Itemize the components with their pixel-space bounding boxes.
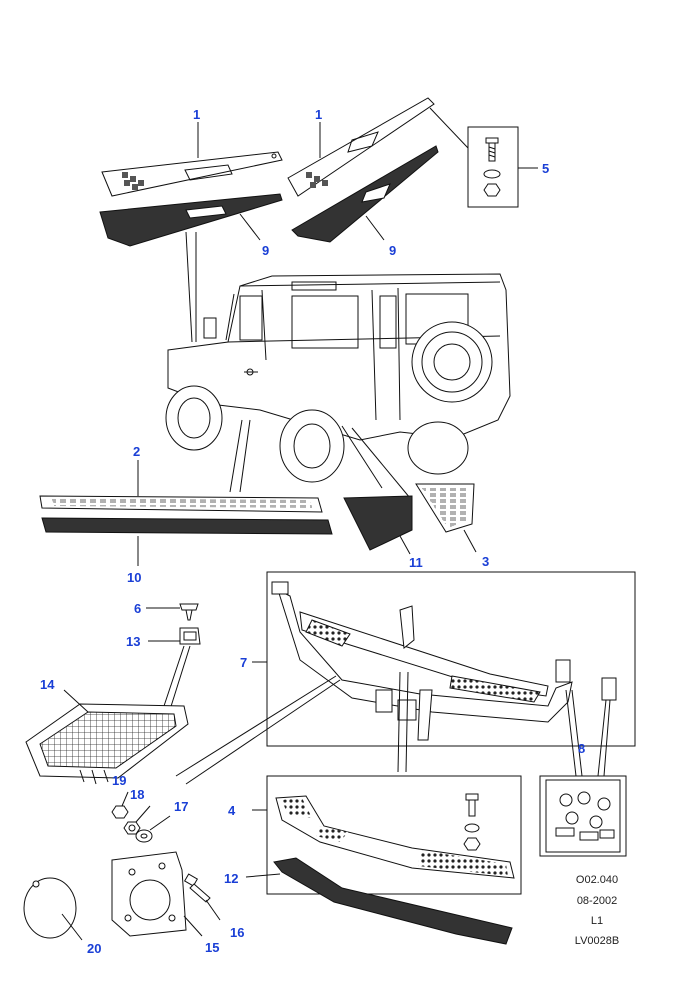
callout-5: 5	[542, 161, 549, 176]
nut-icon	[483, 183, 501, 197]
callout-11: 11	[409, 555, 423, 570]
callout-15: 15	[205, 940, 219, 955]
clip-nut-part[interactable]	[179, 627, 201, 645]
callout-3: 3	[482, 554, 489, 569]
callout-12: 12	[224, 871, 238, 886]
bolt-bag-icon	[555, 791, 615, 841]
screw-icon	[485, 137, 499, 162]
sill-tread-plate[interactable]	[39, 495, 323, 513]
top-plate-right[interactable]	[287, 97, 435, 197]
callout-4: 4	[228, 803, 236, 818]
clamp-ring[interactable]	[23, 877, 77, 939]
callout-6: 6	[134, 601, 141, 616]
callout-1a: 1	[193, 107, 200, 122]
callout-20: 20	[87, 941, 101, 956]
diagram-ref: LV0028B	[575, 935, 619, 947]
callout-16: 16	[230, 925, 244, 940]
callout-10: 10	[127, 570, 141, 585]
fixing-kit-box	[429, 107, 538, 208]
step-backing-strip[interactable]	[273, 857, 513, 945]
step-tread-box	[252, 775, 522, 895]
locknut-part[interactable]	[123, 821, 141, 835]
step-frame-box	[252, 571, 636, 747]
callout-19: 19	[112, 773, 126, 788]
diagram-code: O02.040	[576, 874, 618, 886]
screw-icon	[465, 793, 479, 817]
fixing-kit-bag-box	[539, 689, 627, 857]
diagram-date: 08-2002	[577, 895, 617, 907]
washer-part[interactable]	[135, 829, 153, 843]
step-grille[interactable]	[25, 703, 189, 785]
washer-icon	[483, 169, 501, 179]
rear-quarter-tread-plate[interactable]	[415, 483, 475, 533]
rear-quarter-pad[interactable]	[343, 495, 413, 551]
nut-part[interactable]	[111, 805, 129, 819]
step-frame[interactable]	[271, 581, 617, 741]
callout-7: 7	[240, 655, 247, 670]
sill-backing-strip[interactable]	[41, 517, 333, 535]
callout-14: 14	[40, 677, 55, 692]
callout-17: 17	[174, 799, 188, 814]
leader-lines	[185, 231, 411, 499]
top-plate-left[interactable]	[101, 151, 283, 197]
nut-icon	[463, 837, 481, 851]
callout-9b: 9	[389, 243, 396, 258]
diagram-level: L1	[591, 915, 603, 927]
screw-part[interactable]	[179, 603, 199, 621]
vehicle-outline	[165, 273, 511, 483]
step-tread-plate[interactable]	[275, 795, 515, 879]
mounting-plate[interactable]	[111, 851, 187, 937]
callout-9a: 9	[262, 243, 269, 258]
bolt-part[interactable]	[183, 873, 211, 903]
callout-2: 2	[133, 444, 140, 459]
backing-pad-left[interactable]	[99, 193, 283, 247]
callout-18: 18	[130, 787, 144, 802]
callout-1b: 1	[315, 107, 322, 122]
washer-icon	[464, 823, 480, 833]
callout-13: 13	[126, 634, 140, 649]
callout-8: 8	[578, 741, 585, 756]
backing-pad-right[interactable]	[291, 145, 439, 243]
